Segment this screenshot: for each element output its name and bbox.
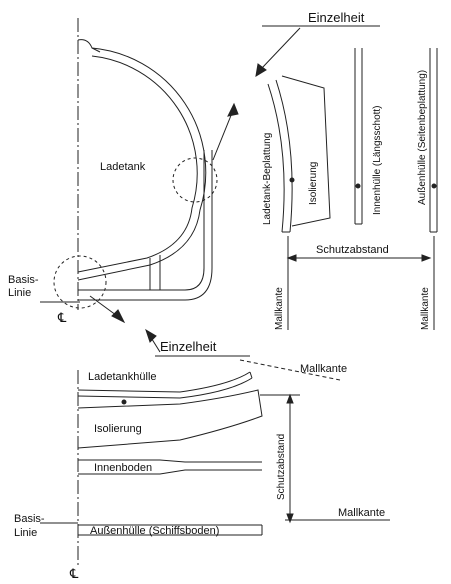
label-aussenhuelle-right: Außenhülle (Seitenbeplattung) [417,70,428,205]
label-innenboden: Innenboden [94,462,152,474]
innenboden-top [78,459,262,463]
tankhuelle-2 [77,377,253,399]
label-basis-bottom-2: Linie [14,527,37,539]
vdim-arrow-t [286,393,294,404]
label-mallkante-left: Mallkante [274,287,285,330]
ladetank-plate-2 [275,79,293,233]
label-ladetank: Ladetank [100,161,146,173]
label-ladetankhuelle: Ladetankhülle [88,371,157,383]
detail-bottom [40,359,390,568]
label-mallkante-right: Mallkante [420,287,431,330]
labels: Einzelheit Ladetank Basis- Linie ℄ Ladet… [8,10,431,581]
label-basis-bottom-1: Basis- [14,513,45,525]
vdim-arrow-b [286,513,294,524]
ladetank-plate-1 [267,83,285,233]
dot-aussen [431,183,437,189]
label-einzelheit-top: Einzelheit [308,10,365,25]
label-basis-top-1: Basis- [8,274,39,286]
hull-section [40,18,380,357]
einzelheit-arrow-top [261,27,301,69]
einzelheit-arrow-bottom-head [145,328,157,343]
label-centerline-bottom: ℄ [69,566,79,581]
hull-bottom [78,267,213,301]
innenboden-bottom [78,469,262,475]
tankhuelle-1 [77,371,251,393]
label-mallkante-bottom: Mallkante [338,507,385,519]
arrow-side [212,107,235,161]
dim-arrow-r [421,254,432,262]
tankhuelle-end [249,371,253,379]
tank-outer [77,47,207,281]
detail-side [267,48,438,330]
label-ladetank-beplattung: Ladetank-Beplattung [262,133,273,225]
isolierung-bottom-block [77,389,263,449]
label-innenhuelle: Innenhülle (Längsschott) [372,105,383,215]
label-isolierung-right: Isolierung [308,162,319,205]
label-einzelheit-bottom: Einzelheit [160,339,217,354]
detail-circle-bottom [53,255,107,309]
dot-tankhuelle [121,399,127,405]
label-centerline-top: ℄ [57,310,67,325]
label-mallkante-curve: Mallkante [300,363,347,375]
dot-plate [289,177,295,183]
inner-bottom [78,267,205,291]
dome [77,39,101,53]
mallkante-curve [239,359,341,381]
einzelheit-arrow-top-head [255,63,267,77]
arrow-bottom-head [111,309,126,324]
label-isolierung-bottom: Isolierung [94,423,142,435]
label-aussenhuelle-bottom: Außenhülle (Schiffsboden) [90,525,219,537]
label-schutzabstand-bottom: Schutzabstand [276,434,287,500]
dim-arrow-l [286,254,297,262]
dot-innen [355,183,361,189]
isolierung-block [281,75,331,227]
label-basis-top-2: Linie [8,287,31,299]
label-schutzabstand-right: Schutzabstand [316,244,389,256]
tank-inner [77,55,198,273]
arrow-side-head [227,102,239,117]
detail-circle-side [172,157,218,203]
